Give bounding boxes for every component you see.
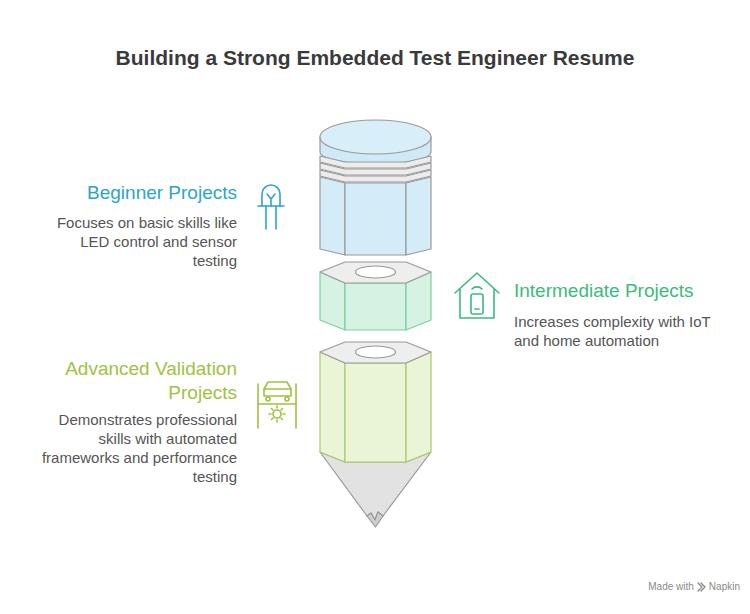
led-icon <box>258 185 284 229</box>
watermark: Made with Napkin <box>648 581 740 592</box>
car-lift-icon <box>258 382 296 428</box>
tier-heading: Beginner Projects <box>47 181 237 205</box>
tier-description: Demonstrates professional skills with au… <box>37 410 237 486</box>
tier-heading: Intermediate Projects <box>514 279 724 303</box>
watermark-text: Made with <box>648 581 694 592</box>
smart-home-icon <box>455 273 499 318</box>
tier-description: Increases complexity with IoT and home a… <box>514 312 724 350</box>
tier-heading: Advanced Validation Projects <box>37 357 237 405</box>
project-tier: Intermediate ProjectsIncreases complexit… <box>514 279 724 352</box>
tier-description: Focuses on basic skills like LED control… <box>47 213 237 270</box>
pencil-ferrule <box>320 262 431 330</box>
pencil-body <box>320 342 431 527</box>
diagram-title: Building a Strong Embedded Test Engineer… <box>0 46 750 70</box>
watermark-text: Napkin <box>709 581 740 592</box>
project-tier: Beginner ProjectsFocuses on basic skills… <box>47 181 237 272</box>
pencil-cap <box>320 120 431 255</box>
project-tier: Advanced Validation ProjectsDemonstrates… <box>37 357 237 488</box>
napkin-logo <box>697 582 706 592</box>
